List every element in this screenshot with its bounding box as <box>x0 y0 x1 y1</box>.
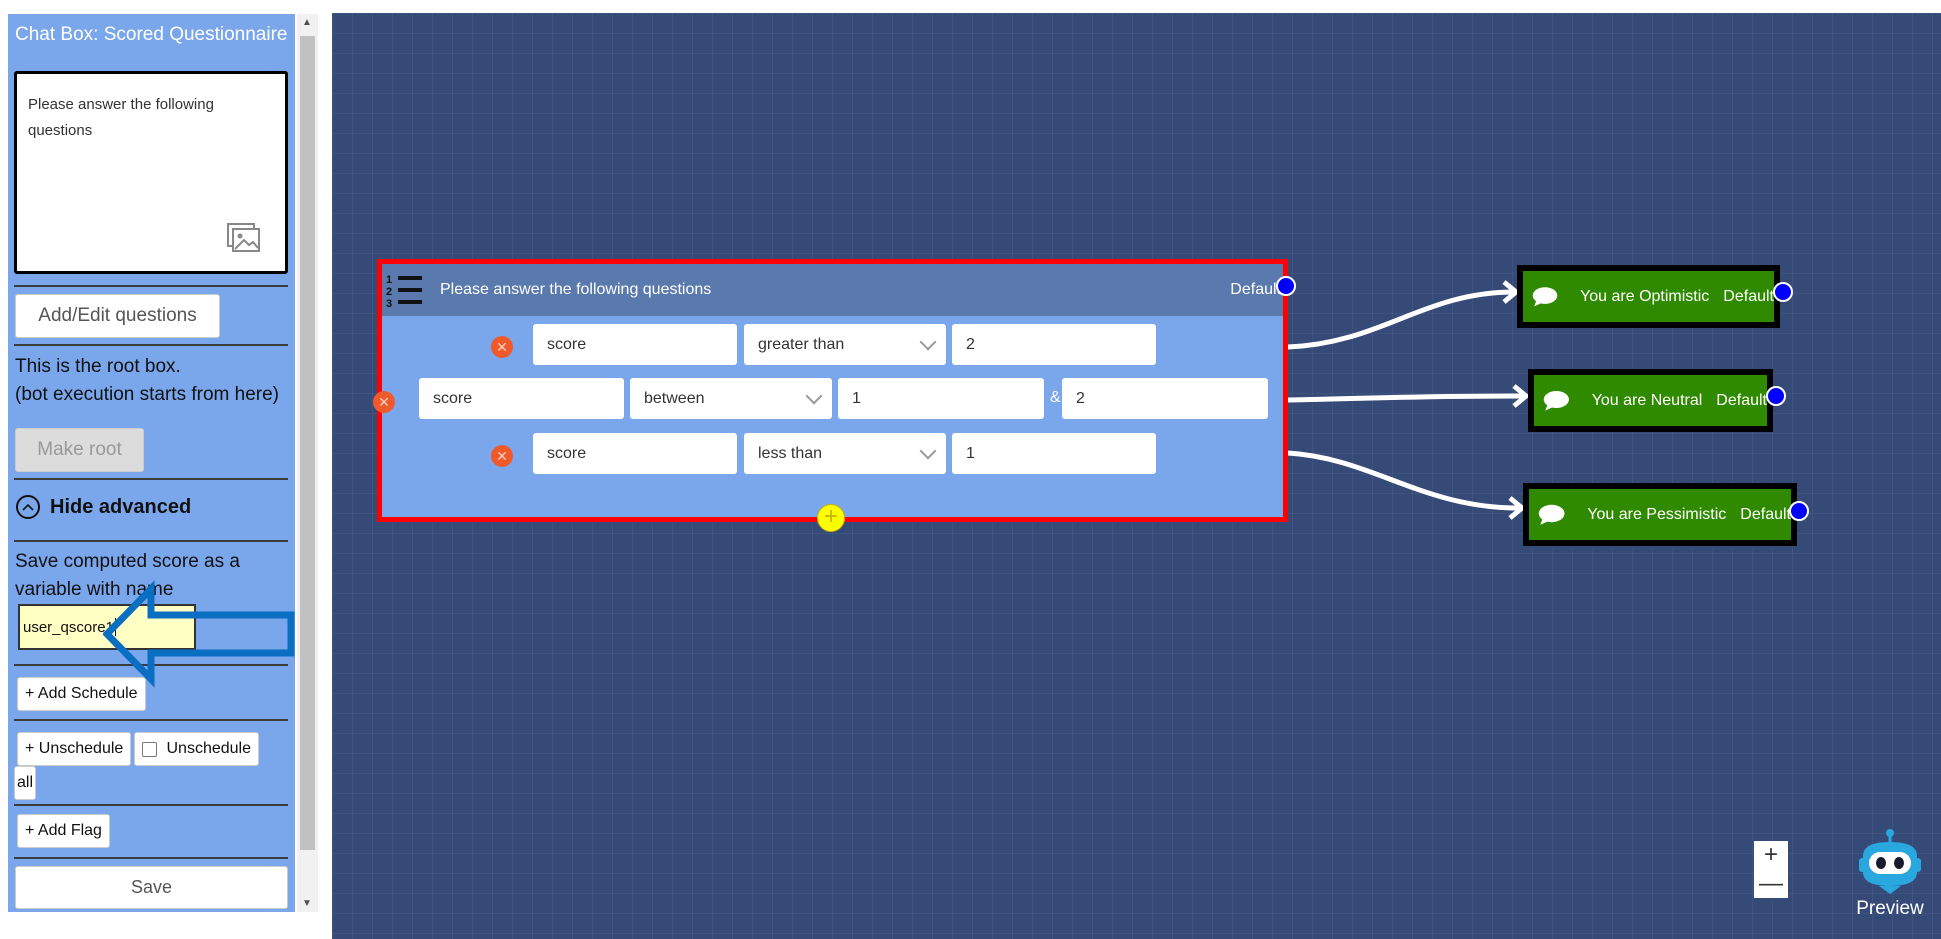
image-icon[interactable] <box>227 223 261 253</box>
robot-icon <box>1859 829 1921 894</box>
svg-text:2: 2 <box>386 286 392 298</box>
flow-canvas[interactable]: 1 2 3 Please answer the following questi… <box>332 13 1941 939</box>
condition-variable-field[interactable]: score <box>533 433 737 474</box>
condition-operator-select[interactable]: greater than <box>744 324 946 365</box>
range-separator: & <box>1050 389 1061 406</box>
divider <box>14 857 288 859</box>
save-score-label-line1: Save computed score as a <box>15 551 240 572</box>
condition-operator-value: less than <box>758 444 823 462</box>
default-output-label: Default <box>1716 391 1767 409</box>
save-score-label-line2: variable with name <box>15 579 174 600</box>
question-box-node[interactable]: 1 2 3 Please answer the following questi… <box>373 259 1296 532</box>
response-box-neutral[interactable]: You are Neutral Default <box>1528 369 1773 432</box>
add-condition-icon[interactable]: + <box>817 504 845 532</box>
response-box-optimistic[interactable]: You are Optimistic Default <box>1517 265 1780 328</box>
divider <box>14 540 288 542</box>
remove-condition-icon[interactable]: ✕ <box>373 391 395 413</box>
unschedule-all-button[interactable]: Unschedule <box>134 732 259 766</box>
remove-condition-icon[interactable]: ✕ <box>491 445 513 467</box>
make-root-button[interactable]: Make root <box>15 428 144 472</box>
chat-bubble-icon <box>1543 390 1569 411</box>
default-output-label: Default <box>1740 505 1791 523</box>
default-output-label: Default <box>1723 287 1774 305</box>
zoom-out-button[interactable]: — <box>1759 869 1783 897</box>
condition-value-field[interactable]: 1 <box>952 433 1156 474</box>
condition-min-field[interactable]: 1 <box>838 378 1044 419</box>
properties-sidebar: Chat Box: Scored Questionnaire Please an… <box>8 14 295 912</box>
message-text-box[interactable]: Please answer the following questions <box>14 71 288 274</box>
unschedule-all-checkbox[interactable] <box>142 741 157 757</box>
remove-condition-icon[interactable]: ✕ <box>491 336 513 358</box>
chevron-down-icon <box>919 442 937 459</box>
default-output-port[interactable] <box>1276 276 1296 296</box>
default-output-label: Default <box>1230 281 1281 298</box>
question-box-header[interactable]: 1 2 3 Please answer the following questi… <box>382 264 1283 316</box>
chevron-down-icon <box>805 387 823 404</box>
add-flag-button[interactable]: + Add Flag <box>17 814 110 848</box>
response-box-pessimistic[interactable]: You are Pessimistic Default <box>1523 483 1797 546</box>
divider <box>14 344 288 346</box>
divider <box>14 478 288 480</box>
zoom-in-button[interactable]: + <box>1763 841 1778 869</box>
condition-variable-field[interactable]: score <box>533 324 737 365</box>
response-label: You are Optimistic <box>1580 287 1710 305</box>
condition-value-field[interactable]: 2 <box>952 324 1156 365</box>
chat-bubble-icon <box>1532 286 1558 306</box>
zoom-controls: + — <box>1754 841 1788 898</box>
sidebar-title: Chat Box: Scored Questionnaire <box>15 24 288 45</box>
scrollbar-thumb[interactable] <box>300 36 315 850</box>
save-button[interactable]: Save <box>15 866 288 909</box>
chevron-up-icon <box>16 495 40 519</box>
preview-label: Preview <box>1856 898 1924 919</box>
connection-edges <box>1287 280 1530 520</box>
response-label: You are Neutral <box>1591 391 1703 409</box>
numbered-list-icon: 1 2 3 <box>386 274 422 308</box>
condition-max-field[interactable]: 2 <box>1062 378 1268 419</box>
svg-text:1: 1 <box>386 274 392 286</box>
condition-operator-select[interactable]: between <box>630 378 832 419</box>
divider <box>14 719 288 721</box>
output-port[interactable] <box>1789 501 1809 521</box>
root-info-line2: (bot execution starts from here) <box>15 384 279 405</box>
scroll-down-icon[interactable]: ▼ <box>302 898 312 909</box>
add-schedule-button[interactable]: + Add Schedule <box>17 677 146 711</box>
divider <box>14 804 288 806</box>
condition-operator-value: greater than <box>758 335 845 353</box>
unschedule-button[interactable]: + Unschedule <box>17 732 132 766</box>
condition-variable-field[interactable]: score <box>419 378 624 419</box>
hide-advanced-toggle[interactable]: Hide advanced <box>16 495 191 519</box>
unschedule-all-wrap[interactable]: all <box>14 766 37 800</box>
svg-text:3: 3 <box>386 298 392 308</box>
condition-operator-value: between <box>644 389 705 407</box>
add-edit-questions-button[interactable]: Add/Edit questions <box>15 294 220 338</box>
message-text: Please answer the following questions <box>28 96 214 139</box>
hide-advanced-label: Hide advanced <box>50 495 192 518</box>
scroll-up-icon[interactable]: ▲ <box>302 17 312 28</box>
response-label: You are Pessimistic <box>1587 505 1727 523</box>
chevron-down-icon <box>919 333 937 350</box>
question-box-title: Please answer the following questions <box>440 281 712 298</box>
chat-bubble-icon <box>1538 504 1565 525</box>
divider <box>14 285 288 287</box>
sidebar-scrollbar[interactable]: ▲ ▼ <box>297 14 318 912</box>
unschedule-all-label: Unschedule <box>166 740 252 757</box>
output-port[interactable] <box>1766 386 1786 406</box>
condition-operator-select[interactable]: less than <box>744 433 946 474</box>
output-port[interactable] <box>1773 282 1793 302</box>
highlight-arrow-icon <box>103 580 295 688</box>
variable-name-value: user_qscore1 <box>23 618 114 636</box>
preview-button[interactable]: Preview <box>1850 828 1930 920</box>
root-info-line1: This is the root box. <box>15 356 181 377</box>
